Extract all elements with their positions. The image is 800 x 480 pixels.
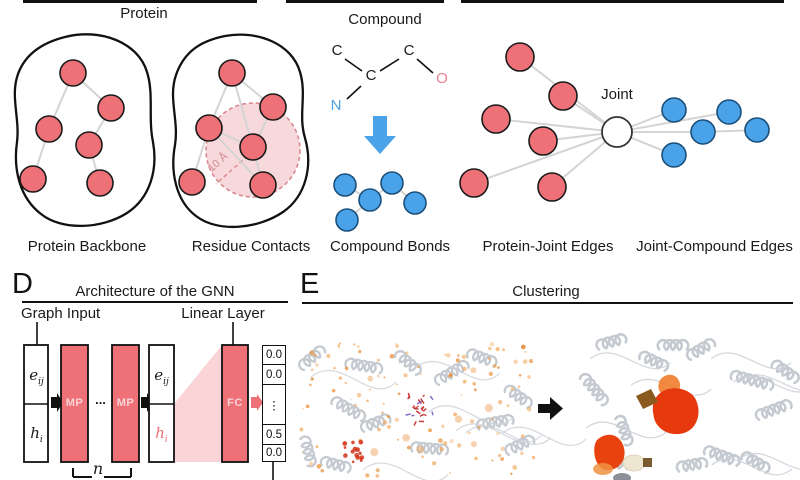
cluster-blobs xyxy=(593,374,699,480)
compound-atom-nodes xyxy=(333,171,427,232)
mp-layer-box-1 xyxy=(60,344,89,463)
fc-layer-label: FC xyxy=(227,397,243,409)
joint-compound-nodes xyxy=(661,97,770,168)
ellipsis-label: ... xyxy=(95,392,106,407)
oxygen-atom-label: O xyxy=(436,70,448,87)
joint-protein-nodes xyxy=(459,42,578,202)
residue-contacts-graph xyxy=(171,33,310,228)
linear-layer-label: Linear Layer xyxy=(181,305,265,322)
compound-panel-title: Compound xyxy=(348,11,422,28)
contacts-caption: Residue Contacts xyxy=(191,238,311,255)
carbon-atom-label: C xyxy=(365,67,377,84)
joint-node-label: Joint xyxy=(601,86,633,103)
vector-value: 0.0 xyxy=(263,444,285,461)
vector-ellipsis: ⋮ xyxy=(263,384,285,424)
vector-value: 0.0 xyxy=(266,349,282,361)
node-feature-label: hi xyxy=(30,424,43,445)
joint-graph xyxy=(459,42,770,202)
panel-d-letter: D xyxy=(12,268,33,300)
protein-panel-title: Protein xyxy=(120,5,168,22)
carbon-atom-label: C xyxy=(403,42,415,59)
joint-compound-caption: Joint-Compound Edges xyxy=(636,238,793,255)
panel-e-title: Clustering xyxy=(512,283,580,300)
n-repeat-label: n xyxy=(92,459,104,478)
compound-structure-bonds xyxy=(344,58,434,100)
joint-section-rule xyxy=(461,0,784,3)
node-embedding-label: hi xyxy=(155,424,168,445)
joint-node xyxy=(601,116,633,148)
down-arrow-icon xyxy=(364,116,396,154)
compound-bonds-caption: Compound Bonds xyxy=(329,238,451,255)
mp-layer-label-2: MP xyxy=(116,397,135,409)
arrow-right-icon xyxy=(51,393,63,412)
backbone-caption: Protein Backbone xyxy=(27,238,147,255)
compound-graph xyxy=(333,171,427,232)
edge-feature-label-2: eij xyxy=(154,366,169,387)
protein-backbone-graph xyxy=(13,33,156,228)
arrow-right-pink-icon xyxy=(251,394,263,411)
gnn-architecture xyxy=(23,322,274,480)
protein-outline xyxy=(13,33,156,228)
fan-in-shape xyxy=(174,345,222,462)
clustering-input-structure xyxy=(298,342,587,480)
nitrogen-atom-label: N xyxy=(330,97,342,114)
carbon-atom-label: C xyxy=(331,42,343,59)
panel-e-letter: E xyxy=(300,268,320,300)
n-repeat-bracket xyxy=(72,468,132,478)
ligand-fragment xyxy=(636,389,658,409)
output-vector: 0.0 0.0 ⋮ 0.5 0.0 xyxy=(262,345,286,462)
panel-d-rule xyxy=(22,301,288,303)
protein-section-rule xyxy=(23,0,257,3)
panel-d-title: Architecture of the GNN xyxy=(75,283,235,300)
mp-layer-box-2 xyxy=(111,344,140,463)
vector-value: 0.5 xyxy=(263,424,285,444)
contact-residue-nodes xyxy=(178,59,287,199)
arrow-right-icon xyxy=(538,397,563,420)
vector-value: 0.0 xyxy=(263,364,285,384)
protein-residue-nodes xyxy=(19,59,125,197)
compound-section-rule xyxy=(286,0,444,3)
mp-layer-label: MP xyxy=(65,397,84,409)
fc-layer-box xyxy=(221,344,249,463)
protein-joint-caption: Protein-Joint Edges xyxy=(482,238,614,255)
graph-input-label: Graph Input xyxy=(21,305,101,322)
edge-feature-label: eij xyxy=(29,366,44,387)
panel-e-rule xyxy=(302,302,793,304)
